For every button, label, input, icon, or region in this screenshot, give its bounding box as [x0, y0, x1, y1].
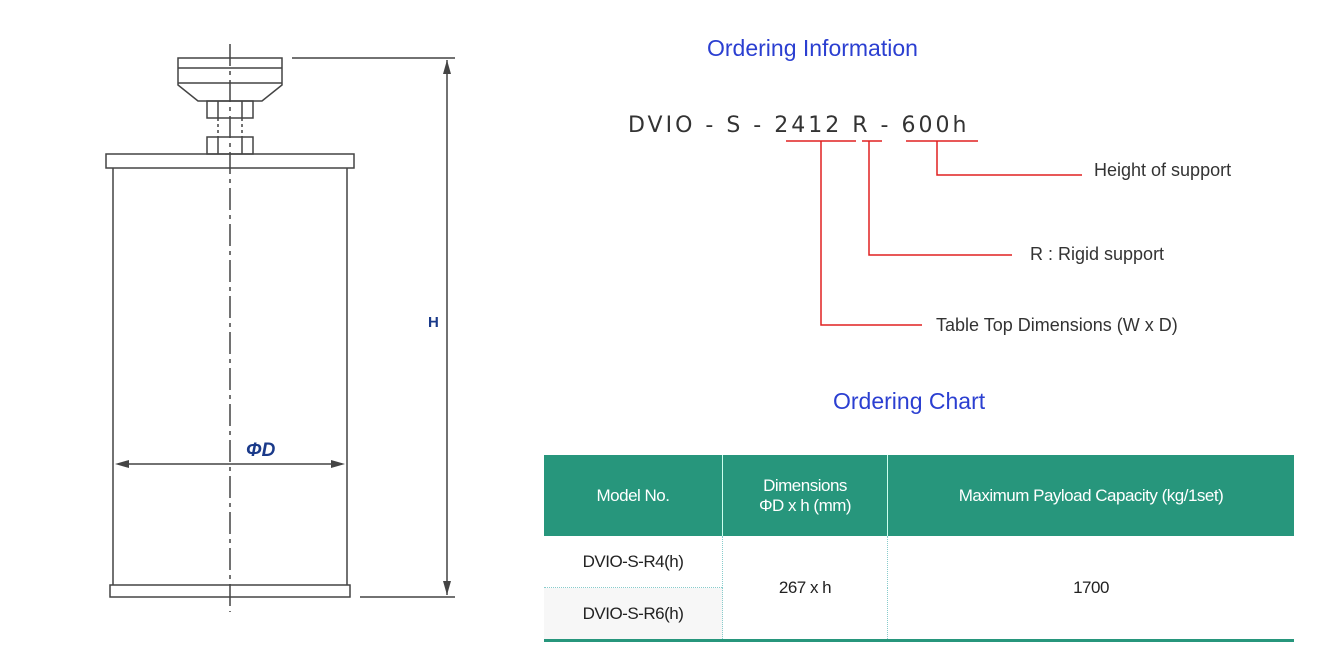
header-payload: Maximum Payload Capacity (kg/1set) — [887, 455, 1294, 536]
support-drawing — [105, 44, 455, 612]
code-height: 600h — [901, 113, 970, 138]
header-model: Model No. — [544, 455, 723, 536]
table-row: DVIO-S-R6(h) — [544, 587, 1294, 641]
label-rigid-support: R : Rigid support — [1030, 244, 1165, 264]
label-height-of-support: Height of support — [1094, 160, 1232, 180]
height-label: H — [428, 314, 439, 331]
code-prefix: DVIO - S - — [628, 113, 775, 138]
diameter-label: ΦD — [246, 440, 276, 461]
header-dimensions-line1: Dimensions — [763, 475, 847, 495]
header-dimensions-line2: ΦD x h (mm) — [758, 495, 852, 515]
code-sep: - — [870, 113, 902, 138]
code-type: R — [852, 113, 871, 138]
dimensions-cell: 267 x h — [722, 536, 888, 641]
model-cell: DVIO-S-R6(h) — [544, 587, 723, 641]
ordering-chart-title: Ordering Chart — [833, 388, 986, 414]
label-table-top-dimensions: Table Top Dimensions (W x D) — [936, 315, 1178, 335]
table-row: DVIO-S-R4(h) 267 x h 1700 — [544, 536, 1294, 641]
model-cell: DVIO-S-R4(h) — [582, 551, 684, 571]
ordering-info-title: Ordering Information — [707, 35, 918, 61]
code-callout-lines — [786, 140, 1082, 326]
order-code: DVIO - S - 2412 R - 600h — [628, 113, 969, 138]
payload-cell: 1700 — [887, 536, 1294, 641]
code-dims: 2412 — [774, 113, 843, 138]
